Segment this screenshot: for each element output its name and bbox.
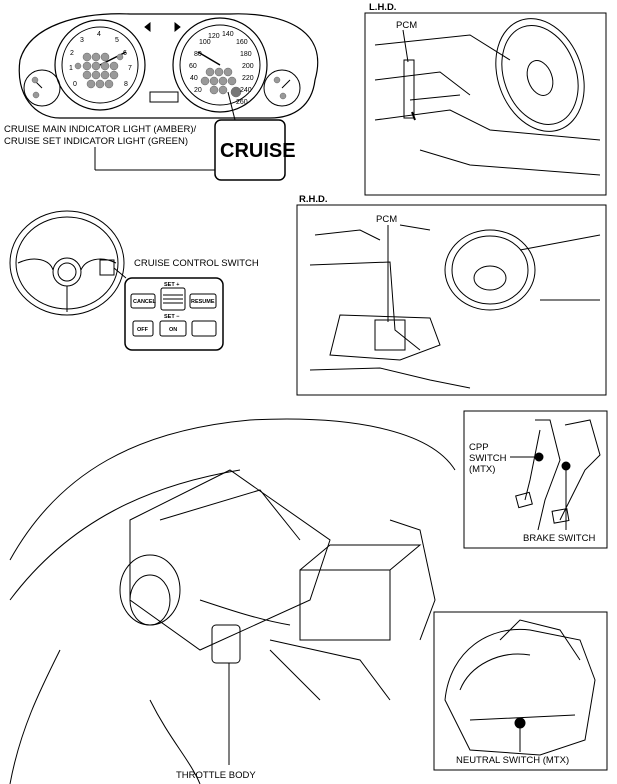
- svg-text:100: 100: [199, 39, 211, 46]
- lhd-dashboard-illustration: [374, 18, 601, 176]
- pcm-lhd-label: PCM: [396, 20, 417, 31]
- svg-text:8: 8: [124, 81, 128, 88]
- small-gauge-lamps: [31, 76, 287, 100]
- cruise-control-switch-detail: [124, 277, 224, 351]
- svg-text:220: 220: [242, 75, 254, 82]
- speedometer-indicator-lamps: [200, 67, 242, 98]
- svg-text:80: 80: [194, 51, 202, 58]
- cruise-badge-box: [214, 119, 286, 181]
- rhd-panel: [296, 204, 607, 396]
- tachometer-indicator-lamps: [74, 52, 124, 89]
- rhd-dashboard-illustration: [309, 224, 601, 389]
- svg-text:0: 0: [73, 81, 77, 88]
- transmission-illustration: [444, 619, 596, 756]
- svg-text:200: 200: [242, 63, 254, 70]
- svg-text:180: 180: [240, 51, 252, 58]
- svg-text:3: 3: [80, 37, 84, 44]
- set-minus-label: SET −: [164, 314, 179, 320]
- cpp-switch-label-line1: CPP: [469, 442, 489, 453]
- pedals-panel: [463, 410, 608, 549]
- set-plus-label: SET +: [164, 282, 179, 288]
- instrument-cluster-illustration: [18, 13, 319, 119]
- cruise-indicator-label-line2: CRUISE SET INDICATOR LIGHT (GREEN): [4, 136, 188, 147]
- svg-text:140: 140: [222, 31, 234, 38]
- cpp-switch-label-line3: (MTX): [469, 464, 495, 475]
- lhd-panel: [364, 12, 607, 196]
- lhd-label: L.H.D.: [369, 2, 396, 13]
- rhd-label: R.H.D.: [299, 194, 328, 205]
- svg-text:4: 4: [97, 31, 101, 38]
- svg-text:160: 160: [236, 39, 248, 46]
- svg-text:2: 2: [70, 50, 74, 57]
- pedals-illustration: [510, 419, 601, 531]
- svg-text:240: 240: [240, 87, 252, 94]
- resume-button-label: RESUME: [191, 299, 215, 305]
- svg-text:1: 1: [69, 65, 73, 72]
- brake-switch-label: BRAKE SWITCH: [523, 533, 595, 544]
- svg-text:6: 6: [123, 50, 127, 57]
- cruise-control-switch-label: CRUISE CONTROL SWITCH: [134, 258, 259, 269]
- svg-text:40: 40: [190, 75, 198, 82]
- off-button-label: OFF: [137, 327, 149, 333]
- svg-text:60: 60: [189, 63, 197, 70]
- svg-text:20: 20: [194, 87, 202, 94]
- steering-wheel-illustration: [9, 210, 127, 316]
- on-button-label: ON: [169, 327, 177, 333]
- svg-text:260: 260: [236, 99, 248, 106]
- neutral-switch-label: NEUTRAL SWITCH (MTX): [456, 755, 569, 766]
- svg-text:7: 7: [128, 65, 132, 72]
- svg-text:5: 5: [115, 37, 119, 44]
- engine-bay-illustration: [9, 418, 456, 784]
- throttle-body-label: THROTTLE BODY: [176, 770, 256, 781]
- transmission-panel: [433, 611, 608, 771]
- svg-text:120: 120: [208, 33, 220, 40]
- cruise-indicator-label-line1: CRUISE MAIN INDICATOR LIGHT (AMBER)/: [4, 124, 196, 135]
- cpp-switch-label-line2: SWITCH: [469, 453, 507, 464]
- cruise-badge-text: CRUISE: [220, 140, 296, 162]
- cruise-indicator-leader: [227, 91, 236, 121]
- cancel-button-label: CANCEL: [133, 299, 157, 305]
- pcm-rhd-label: PCM: [376, 214, 397, 225]
